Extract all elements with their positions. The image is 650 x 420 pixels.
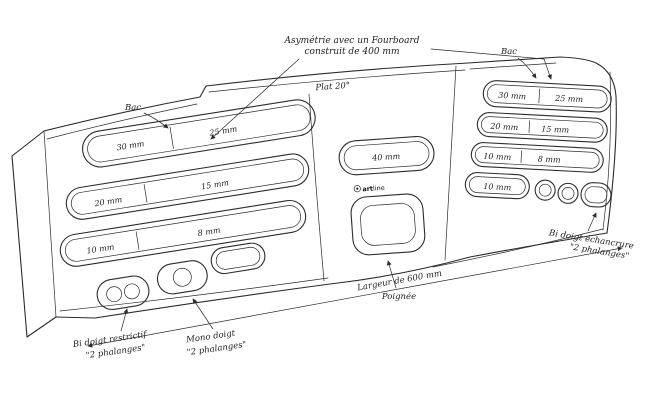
depth-label: 30 mm [498, 91, 527, 101]
slot-outline [482, 80, 612, 113]
slot-divider [528, 120, 530, 134]
bi-doigt-echancrure-opening [584, 186, 608, 204]
plat-note: Plat 20° [314, 81, 350, 93]
top-bevel-center [208, 69, 466, 93]
logo-text: artline [362, 184, 385, 194]
bi-doigt-restrictif-pocket [96, 275, 150, 311]
left-row-3: 10 mm 8 mm [59, 199, 307, 267]
bac-right-leader [517, 57, 537, 79]
panel-divider-left [308, 93, 325, 282]
oval-pocket [210, 242, 266, 275]
right-row-3: 10 mm 8 mm [470, 142, 604, 173]
asymmetry-leader-left [210, 58, 300, 140]
depth-label: 25 mm [554, 94, 584, 105]
bottom-bevel-left [59, 277, 329, 312]
slot-opening [475, 146, 600, 169]
panel-divider-right [444, 65, 457, 261]
bac-left-label: Bac [124, 103, 141, 113]
width-dimension: Largeur de 600 mm [87, 246, 623, 348]
bi-restrictif-leader [120, 308, 129, 332]
depth-label: 8 mm [197, 226, 221, 239]
depth-label: 40 mm [371, 152, 401, 163]
left-row-1: 30 mm 25 mm [82, 99, 316, 168]
slot-opening [64, 205, 301, 262]
slot-outline [338, 135, 435, 176]
mono-doigt-leader [192, 298, 214, 330]
asymmetry-note-line1: Asymétrie avec un Fourboard [283, 35, 419, 46]
bi-echancrure-leader [587, 212, 597, 232]
right-edge-inner [602, 71, 612, 231]
slot-opening [87, 104, 311, 163]
depth-label: 20 mm [93, 195, 123, 208]
poignee-label: Poignée [381, 291, 416, 302]
right-row-4: 10 mm [464, 172, 612, 208]
slot-opening [469, 176, 526, 196]
slot-outline [464, 172, 530, 200]
depth-label: 8 mm [538, 154, 562, 164]
slot-outline [476, 112, 608, 143]
left-pockets [96, 242, 266, 311]
depth-label: 20 mm [489, 122, 519, 133]
slot-outline [82, 99, 316, 168]
slot-divider [520, 150, 522, 163]
right-row-1: 30 mm 25 mm [482, 80, 612, 113]
slot-divider [135, 231, 140, 250]
right-section: 30 mm 25 mm 20 mm 15 mm 10 mm 8 mm 10 mm [464, 80, 612, 208]
logo-icon [353, 185, 361, 193]
depth-label: 15 mm [201, 178, 230, 191]
depth-label: 10 mm [483, 182, 512, 192]
oval-pocket-opening [215, 246, 261, 270]
handle-cutout [350, 193, 426, 256]
round-pocket-opening [538, 183, 552, 197]
bi-doigt-echancrure-pocket [580, 182, 612, 208]
slot-divider [143, 184, 148, 203]
slot-divider [169, 126, 174, 149]
logo-icon-dot [356, 187, 359, 190]
round-pocket [557, 182, 579, 204]
dimension-label: Largeur de 600 mm [356, 269, 443, 294]
depth-label: 10 mm [483, 152, 512, 162]
slot-opening [343, 141, 430, 171]
top-bevel-left [46, 103, 198, 140]
round-pocket [534, 179, 556, 201]
depth-label: 30 mm [116, 139, 145, 152]
slot-outline [470, 142, 604, 173]
depth-label: 25 mm [208, 124, 238, 137]
mono-doigt-pocket [156, 260, 208, 295]
top-bevel-right [469, 62, 557, 70]
center-section: 40 mm artline [338, 135, 435, 256]
slot-opening [486, 84, 608, 109]
depth-label: 15 mm [541, 124, 570, 134]
slot-opening [70, 158, 305, 215]
finger-hole [172, 267, 192, 287]
asymmetry-leader-right [430, 48, 552, 80]
dimension-line [87, 246, 623, 348]
left-section: 30 mm 25 mm 20 mm 15 mm 10 mm 8 mm [59, 99, 316, 311]
logo-text-line: line [373, 184, 385, 193]
slot-opening [481, 116, 604, 139]
bac-left-leader [143, 112, 169, 129]
right-row-2: 20 mm 15 mm [476, 112, 608, 143]
logo-text-art: art [362, 185, 373, 194]
bac-right-label: Bac [500, 47, 517, 57]
round-pocket-opening [561, 187, 575, 200]
depth-label: 10 mm [86, 242, 115, 255]
slot-divider [538, 88, 540, 104]
brand-logo: artline [353, 184, 385, 194]
center-slot: 40 mm [338, 135, 435, 176]
asymmetry-note-line2: construit de 400 mm [304, 47, 399, 57]
end-cap-edge [43, 130, 57, 318]
handle-opening [360, 203, 416, 246]
handle-outline [350, 193, 426, 256]
finger-hole [106, 286, 122, 303]
finger-hole [124, 283, 140, 300]
slot-outline [65, 153, 310, 220]
